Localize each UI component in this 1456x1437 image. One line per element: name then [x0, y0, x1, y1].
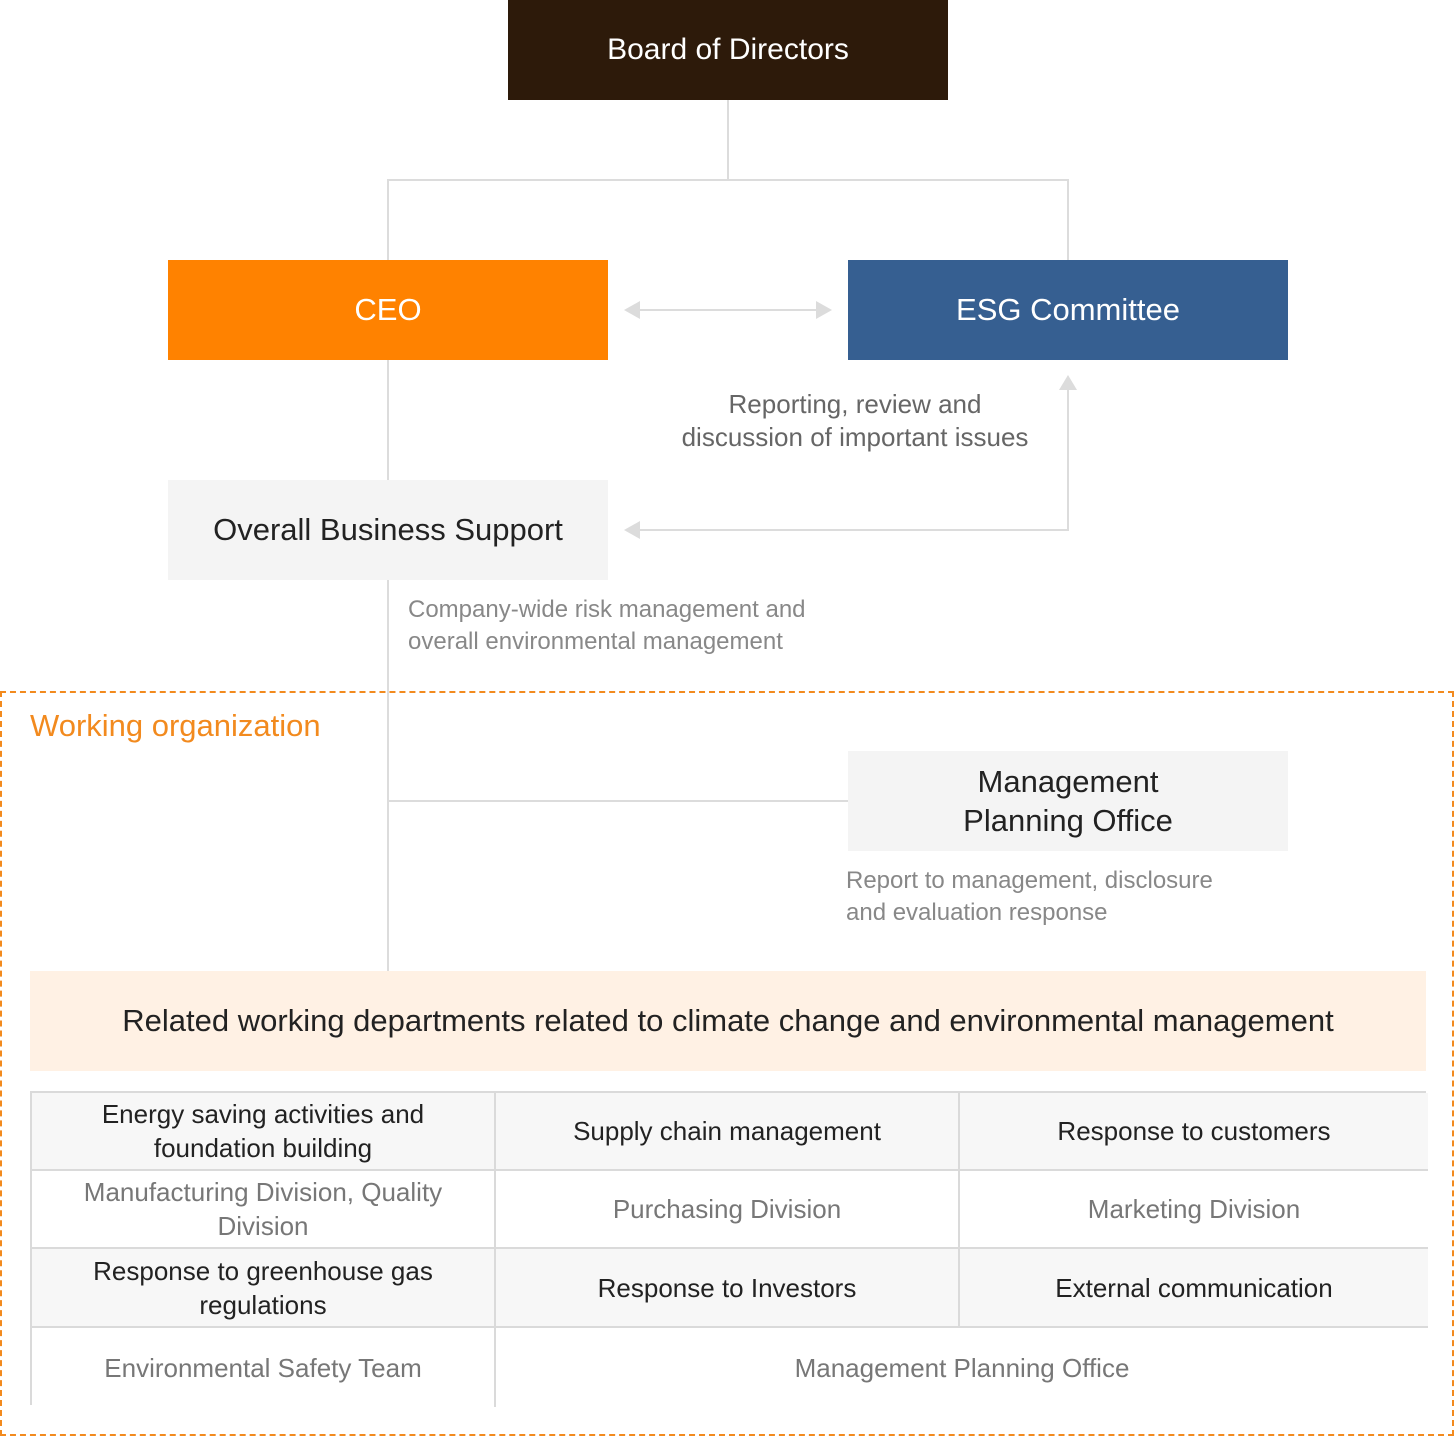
- departments-table: Energy saving activities and foundation …: [30, 1091, 1428, 1407]
- reporting-note-line-2: discussion of important issues: [681, 422, 1029, 452]
- table-cell-management-planning: Management Planning Office: [496, 1328, 1428, 1407]
- table-cell-response-customers: Response to customers: [960, 1093, 1428, 1171]
- company-wide-note: Company-wide risk management and overall…: [408, 594, 928, 658]
- connector-to-mpo: [387, 800, 848, 802]
- ceo-label: CEO: [354, 292, 422, 327]
- arrow-up-icon: [1059, 375, 1077, 390]
- arrow-right-icon: [816, 301, 832, 319]
- table-cell-marketing: Marketing Division: [960, 1171, 1428, 1249]
- board-label: Board of Directors: [607, 33, 849, 66]
- reporting-note-line-1: Reporting, review and: [728, 389, 982, 419]
- connector-to-ceo: [387, 179, 389, 260]
- overall-business-support-box: Overall Business Support: [168, 480, 608, 580]
- connector-obs-down: [387, 580, 389, 971]
- reporting-note: Reporting, review and discussion of impo…: [640, 388, 1070, 454]
- management-planning-office-box: Management Planning Office: [848, 751, 1288, 851]
- mpo-label-line-2: Planning Office: [963, 803, 1173, 838]
- table-cell-environmental-safety: Environmental Safety Team: [32, 1328, 496, 1407]
- connector-board-horizontal: [387, 179, 1069, 181]
- table-cell-external-communication: External communication: [960, 1249, 1428, 1328]
- mpo-note-line-2: and evaluation response: [846, 899, 1108, 926]
- mpo-label-line-1: Management: [977, 764, 1159, 799]
- table-cell-greenhouse: Response to greenhouse gas regulations: [32, 1249, 496, 1328]
- table-cell-supply-chain: Supply chain management: [496, 1093, 960, 1171]
- related-departments-label: Related working departments related to c…: [122, 1003, 1334, 1038]
- ceo-box: CEO: [168, 260, 608, 360]
- esg-committee-box: ESG Committee: [848, 260, 1288, 360]
- arrow-left-icon-2: [624, 521, 640, 539]
- connector-board-down: [727, 100, 729, 180]
- working-organization-title: Working organization: [30, 708, 321, 743]
- related-departments-banner: Related working departments related to c…: [30, 971, 1426, 1071]
- connector-ceo-down: [387, 360, 389, 480]
- connector-to-esg: [1067, 179, 1069, 260]
- mpo-note-line-1: Report to management, disclosure: [846, 867, 1213, 894]
- table-cell-manufacturing-quality: Manufacturing Division, Quality Division: [32, 1171, 496, 1249]
- mpo-note: Report to management, disclosure and eva…: [846, 865, 1306, 929]
- board-of-directors-box: Board of Directors: [508, 0, 948, 100]
- company-wide-note-line-2: overall environmental management: [408, 628, 783, 655]
- company-wide-note-line-1: Company-wide risk management and: [408, 596, 806, 623]
- overall-business-support-label: Overall Business Support: [213, 512, 563, 547]
- working-organization-frame: [0, 691, 1454, 1436]
- table-cell-purchasing: Purchasing Division: [496, 1171, 960, 1249]
- esg-committee-label: ESG Committee: [956, 292, 1180, 327]
- arrow-left-icon: [624, 301, 640, 319]
- table-cell-energy-saving: Energy saving activities and foundation …: [32, 1093, 496, 1171]
- table-cell-investors: Response to Investors: [496, 1249, 960, 1328]
